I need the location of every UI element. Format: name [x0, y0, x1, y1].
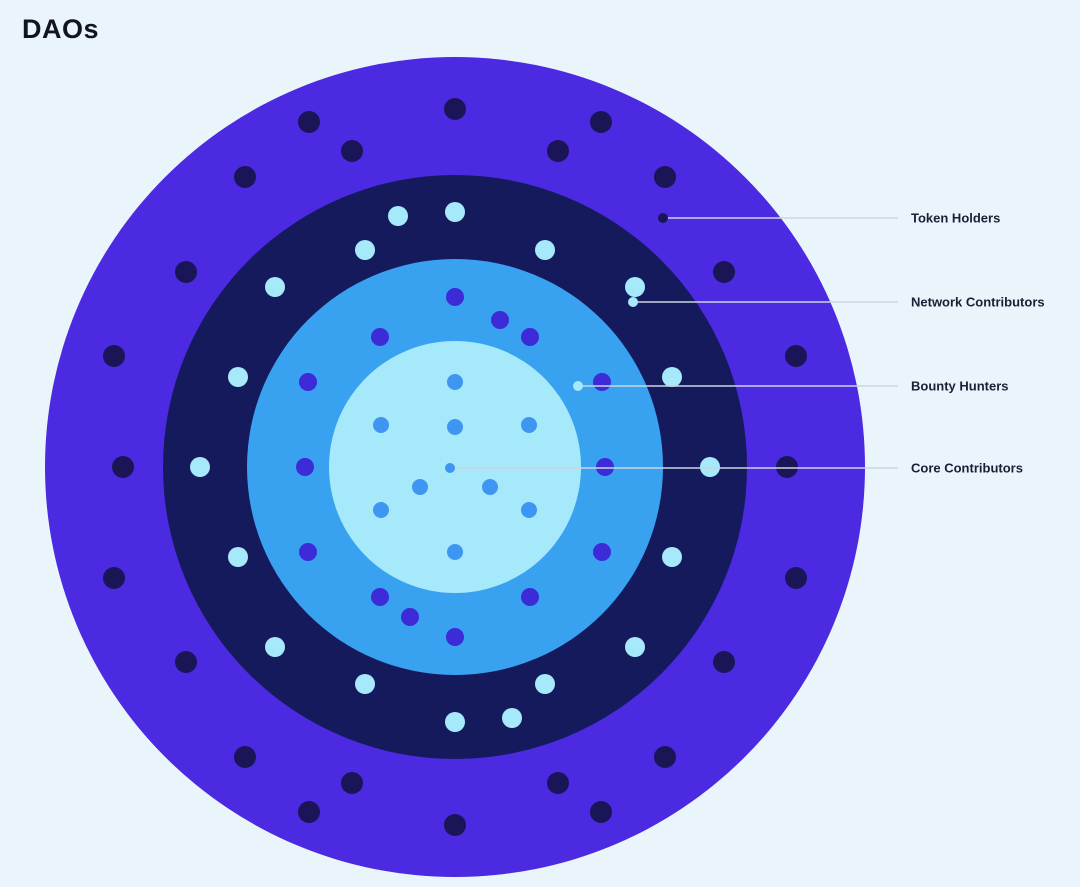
token-holders-dot: [112, 456, 134, 478]
network-contributors-dot: [228, 547, 248, 567]
token-holders-dot: [341, 140, 363, 162]
core-contributors-dot: [521, 502, 537, 518]
bounty-hunters-dot: [296, 458, 314, 476]
bounty-hunters-dot: [299, 373, 317, 391]
ring-label-core-contributors: Core Contributors: [911, 460, 1023, 476]
network-contributors-dot: [355, 674, 375, 694]
core-contributors-dot: [521, 417, 537, 433]
token-holders-dot: [547, 140, 569, 162]
page-title: DAOs: [22, 14, 100, 44]
bounty-hunters-dot: [401, 608, 419, 626]
network-contributors-dot: [445, 712, 465, 732]
core-contributors-dot: [482, 479, 498, 495]
network-contributors-dot: [228, 367, 248, 387]
token-holders-dot: [444, 814, 466, 836]
core-contributors-dot: [373, 417, 389, 433]
network-contributors-dot: [625, 277, 645, 297]
network-contributors-callout-anchor-dot: [628, 297, 638, 307]
token-holders-dot: [234, 746, 256, 768]
ring-label-bounty-hunters: Bounty Hunters: [911, 378, 1009, 394]
core-contributors-dot: [447, 374, 463, 390]
token-holders-dot: [341, 772, 363, 794]
network-contributors-dot: [445, 202, 465, 222]
ring-core-contributors: [329, 341, 581, 593]
network-contributors-dot: [265, 637, 285, 657]
token-holders-dot: [444, 98, 466, 120]
bounty-hunters-dot: [593, 373, 611, 391]
network-contributors-dot: [662, 367, 682, 387]
token-holders-dot: [103, 345, 125, 367]
bounty-hunters-dot: [521, 328, 539, 346]
bounty-hunters-dot: [521, 588, 539, 606]
network-contributors-dot: [502, 708, 522, 728]
core-contributors-dot: [447, 544, 463, 560]
bounty-hunters-dot: [593, 543, 611, 561]
bounty-hunters-dot: [491, 311, 509, 329]
token-holders-dot: [175, 261, 197, 283]
bounty-hunters-dot: [596, 458, 614, 476]
ring-label-token-holders: Token Holders: [911, 210, 1001, 226]
network-contributors-dot: [190, 457, 210, 477]
bounty-hunters-dot: [371, 588, 389, 606]
token-holders-dot: [590, 111, 612, 133]
network-contributors-dot: [535, 674, 555, 694]
token-holders-callout-anchor-dot: [658, 213, 668, 223]
core-contributors-dot: [447, 419, 463, 435]
token-holders-dot: [776, 456, 798, 478]
core-contributors-callout-anchor-dot: [445, 463, 455, 473]
token-holders-dot: [785, 567, 807, 589]
token-holders-dot: [547, 772, 569, 794]
token-holders-dot: [234, 166, 256, 188]
network-contributors-dot: [700, 457, 720, 477]
core-contributors-dot: [412, 479, 428, 495]
token-holders-dot: [298, 801, 320, 823]
bounty-hunters-callout-anchor-dot: [573, 381, 583, 391]
token-holders-dot: [785, 345, 807, 367]
token-holders-dot: [175, 651, 197, 673]
network-contributors-dot: [265, 277, 285, 297]
token-holders-dot: [713, 651, 735, 673]
token-holders-dot: [654, 746, 676, 768]
token-holders-dot: [590, 801, 612, 823]
bounty-hunters-dot: [446, 628, 464, 646]
token-holders-dot: [713, 261, 735, 283]
network-contributors-dot: [388, 206, 408, 226]
ring-label-network-contributors: Network Contributors: [911, 294, 1045, 310]
token-holders-dot: [298, 111, 320, 133]
network-contributors-dot: [355, 240, 375, 260]
network-contributors-dot: [625, 637, 645, 657]
network-contributors-dot: [662, 547, 682, 567]
network-contributors-dot: [535, 240, 555, 260]
token-holders-dot: [654, 166, 676, 188]
bounty-hunters-dot: [446, 288, 464, 306]
bounty-hunters-dot: [299, 543, 317, 561]
bounty-hunters-dot: [371, 328, 389, 346]
core-contributors-dot: [373, 502, 389, 518]
token-holders-dot: [103, 567, 125, 589]
